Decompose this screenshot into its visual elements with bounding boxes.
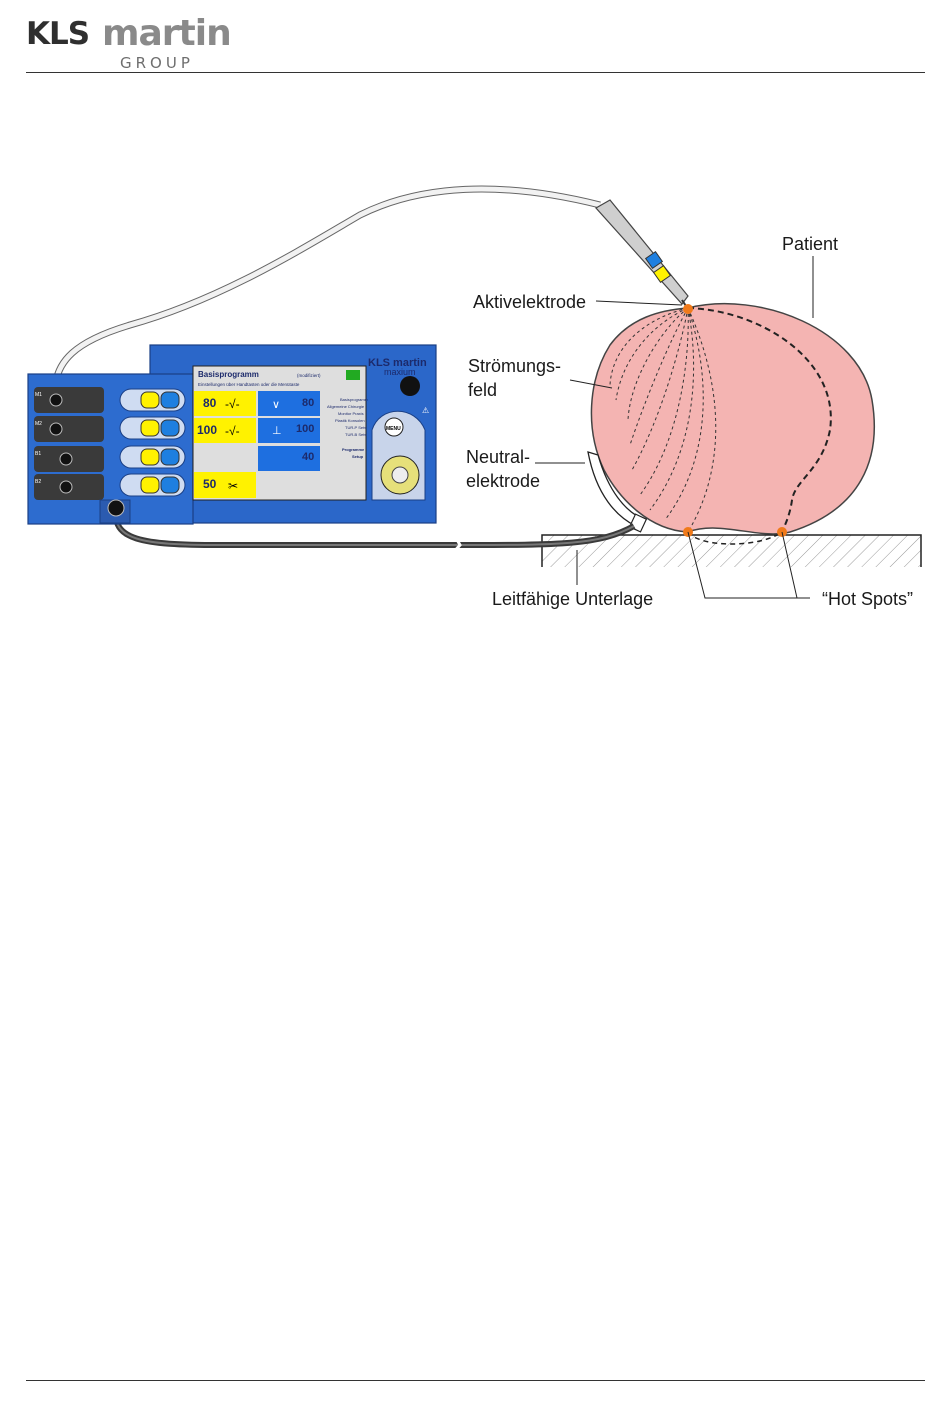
label-flow-field-2: feld (468, 380, 497, 400)
patient-body (590, 303, 876, 535)
menu-item-3[interactable]: Monitor Praxis (338, 411, 364, 416)
device-brand: KLS martin (368, 357, 427, 369)
coag-icon: ∨ (272, 399, 280, 411)
electrosurgical-pencil (595, 199, 689, 310)
menu-item-2[interactable]: Allgemeine Chirurgie (327, 404, 365, 409)
output-sockets: M1 M2 B1 B2 (34, 387, 104, 500)
socket-label-m1: M1 (35, 392, 42, 398)
cut-button-3[interactable] (140, 448, 160, 466)
socket-label-b2: B2 (35, 479, 41, 485)
power-knob[interactable] (400, 376, 420, 396)
socket-label-b1: B1 (35, 451, 41, 457)
bipolar-value: 50 (203, 477, 217, 491)
menu-programs[interactable]: Programme (342, 447, 365, 452)
program-subtitle: Einstellungen über Handtasten oder die M… (198, 382, 300, 387)
label-active-electrode: Aktivelektrode (473, 292, 586, 312)
logo-kls: KLS (26, 16, 90, 52)
coag-value-2: 100 (296, 423, 314, 435)
cut-value-1: 80 (203, 396, 217, 410)
conductive-base (541, 534, 922, 567)
active-electrode-point (683, 304, 693, 314)
electrosurgical-unit: KLS martin maxium ⚠ Basisprogramm (modif… (27, 344, 437, 525)
cut-button-1[interactable] (140, 391, 160, 409)
socket-label-m2: M2 (35, 421, 42, 427)
hot-spot-underside-path (687, 531, 783, 545)
label-neutral-1: Neutral- (466, 447, 530, 467)
coag-value-3: 40 (302, 451, 314, 463)
menu-button-label: MENU (386, 426, 401, 432)
label-neutral-2: elektrode (466, 471, 540, 491)
coag-button-2[interactable] (160, 419, 180, 437)
coag-icon-2: ⊥ (272, 425, 282, 437)
menu-item-6[interactable]: TUR-B Sets (345, 432, 366, 437)
neutral-socket[interactable] (107, 499, 125, 517)
cut-button-4[interactable] (140, 476, 160, 494)
activation-buttons (119, 388, 186, 497)
logo-martin: martin (102, 13, 232, 54)
socket-b1[interactable] (59, 452, 73, 466)
header-rule (26, 72, 925, 73)
coag-button-3[interactable] (160, 448, 180, 466)
leader-lines (535, 256, 814, 599)
kls-martin-logo: KLS martin GROUP (26, 14, 266, 74)
cut-button-2[interactable] (140, 419, 160, 437)
coag-value-1: 80 (302, 397, 314, 409)
socket-b2[interactable] (59, 480, 73, 494)
menu-setup[interactable]: Setup (352, 454, 364, 459)
footer-rule (26, 1380, 925, 1381)
label-conductive-base: Leitfähige Unterlage (492, 589, 653, 609)
hot-spot-current-path (687, 307, 832, 533)
coag-button-1[interactable] (160, 391, 180, 409)
yellow-button-icon (652, 264, 672, 284)
menu-item-4[interactable]: Plastik Konsolen (335, 418, 365, 423)
blue-button-icon (644, 250, 664, 270)
device-model: maxium (384, 367, 416, 377)
scissors-icon: ✂ (228, 479, 238, 493)
program-status: (modifiziert) (297, 373, 321, 378)
socket-m2[interactable] (49, 422, 63, 436)
status-icon (346, 370, 360, 380)
label-patient: Patient (782, 234, 838, 254)
menu-item-5[interactable]: TUR-P Sets (345, 425, 366, 430)
socket-m1[interactable] (49, 393, 63, 407)
label-flow-field-1: Strömungs- (468, 356, 561, 376)
menu-item-1[interactable]: Basisprogramm (340, 397, 369, 402)
coag-button-4[interactable] (160, 476, 180, 494)
warning-icon: ⚠ (422, 406, 429, 415)
flow-field-lines (609, 307, 717, 533)
cut-value-2: 100 (197, 423, 217, 437)
cut-waveform-icon: -√- (225, 397, 240, 411)
cut-waveform-icon-2: -√- (225, 424, 240, 438)
wheel-center[interactable] (391, 466, 409, 484)
menu-button[interactable] (384, 417, 404, 437)
logo-group: GROUP (120, 54, 194, 72)
program-title: Basisprogramm (198, 370, 259, 379)
label-hot-spots: “Hot Spots” (822, 589, 913, 609)
